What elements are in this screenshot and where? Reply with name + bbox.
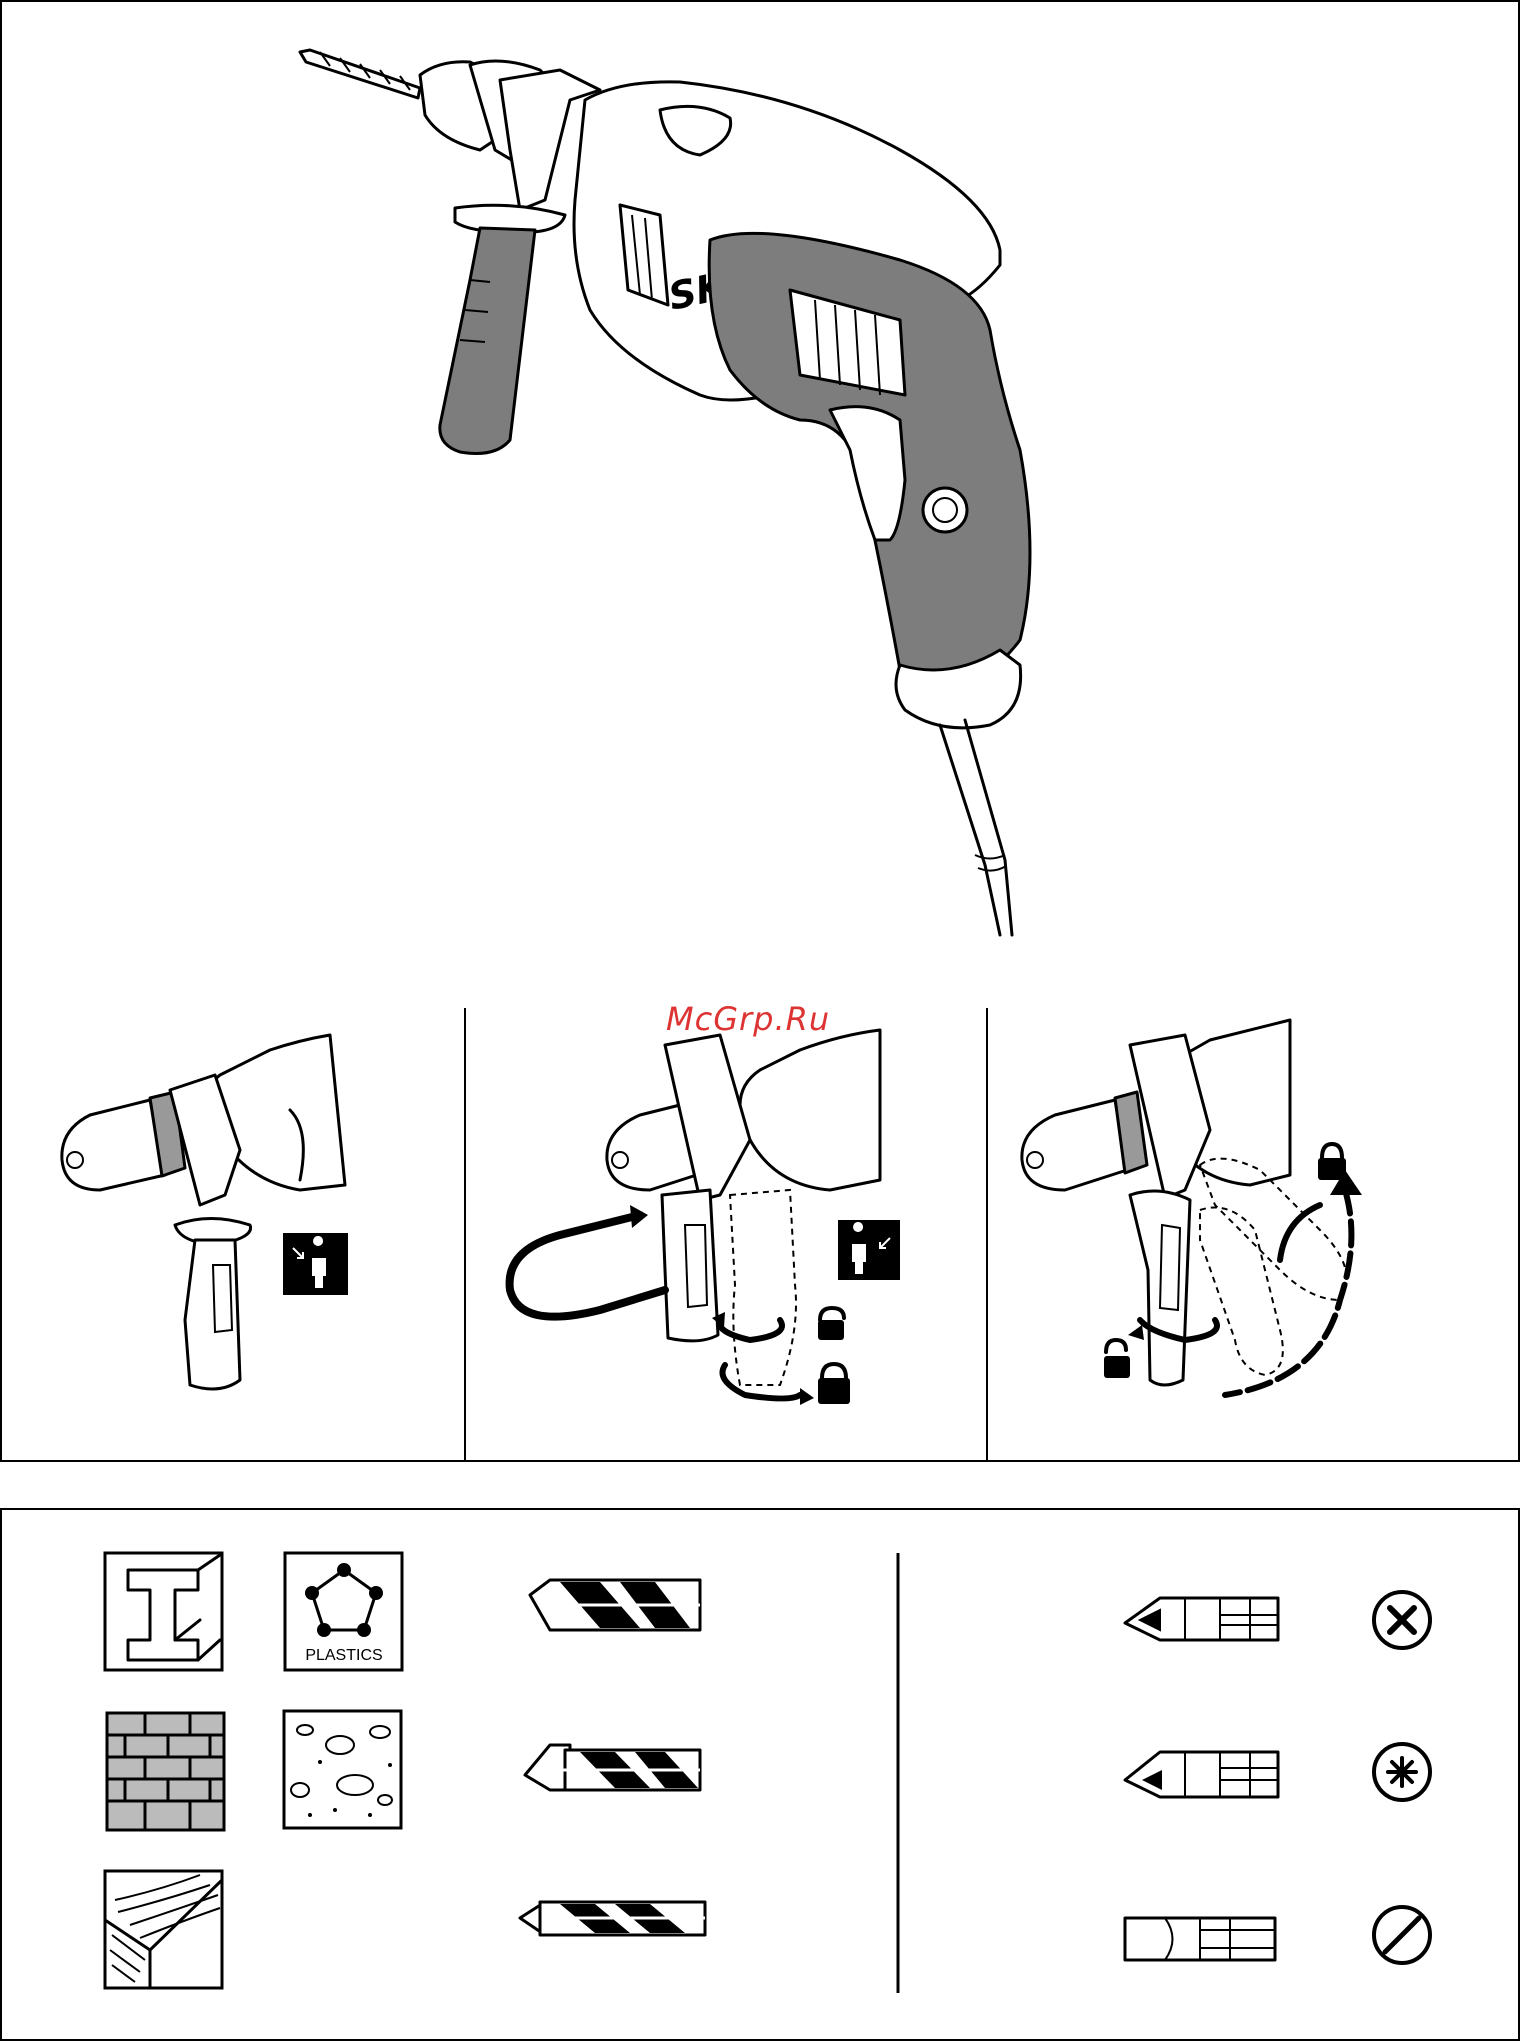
concrete-icon: [284, 1711, 401, 1828]
masonry-drill-bit: [525, 1745, 700, 1790]
plastics-icon: PLASTICS: [285, 1553, 402, 1670]
phillips-bit: [1125, 1752, 1278, 1797]
slotted-screw: [1374, 1907, 1430, 1963]
metal-icon: [105, 1553, 222, 1670]
wood-drill-bit: [520, 1902, 705, 1935]
pozidriv-bit: [1125, 1598, 1278, 1640]
brick-icon: [107, 1713, 224, 1830]
metal-drill-bit: [530, 1580, 700, 1630]
pozidriv-screw: [1374, 1592, 1430, 1648]
plastics-label: PLASTICS: [305, 1647, 382, 1664]
wood-icon: [105, 1871, 222, 1988]
phillips-screw: [1374, 1744, 1430, 1800]
slotted-bit: [1125, 1918, 1275, 1960]
